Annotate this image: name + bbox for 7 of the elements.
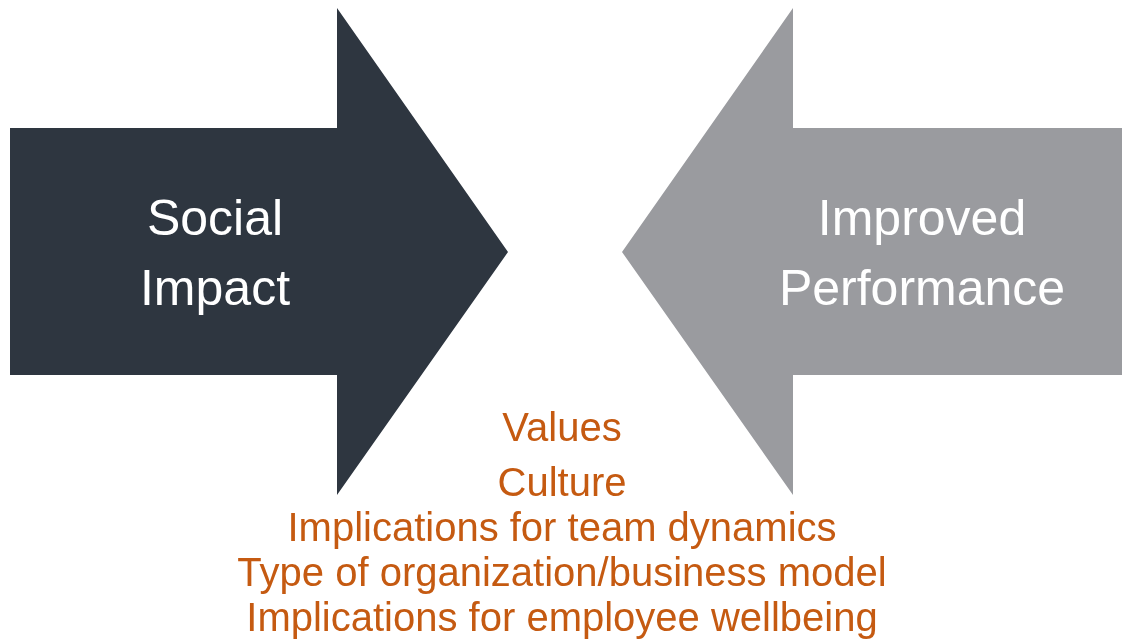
label-text: Implications for employee wellbeing: [245, 595, 879, 640]
label-text: Culture: [496, 460, 628, 505]
label-text: Implications for team dynamics: [286, 505, 838, 550]
arrow-label: Social Impact: [138, 189, 292, 318]
arrow-label: Improved Performance: [777, 189, 1067, 318]
label-text: Values: [501, 405, 623, 450]
label-text: Type of organization/business model: [236, 550, 888, 595]
